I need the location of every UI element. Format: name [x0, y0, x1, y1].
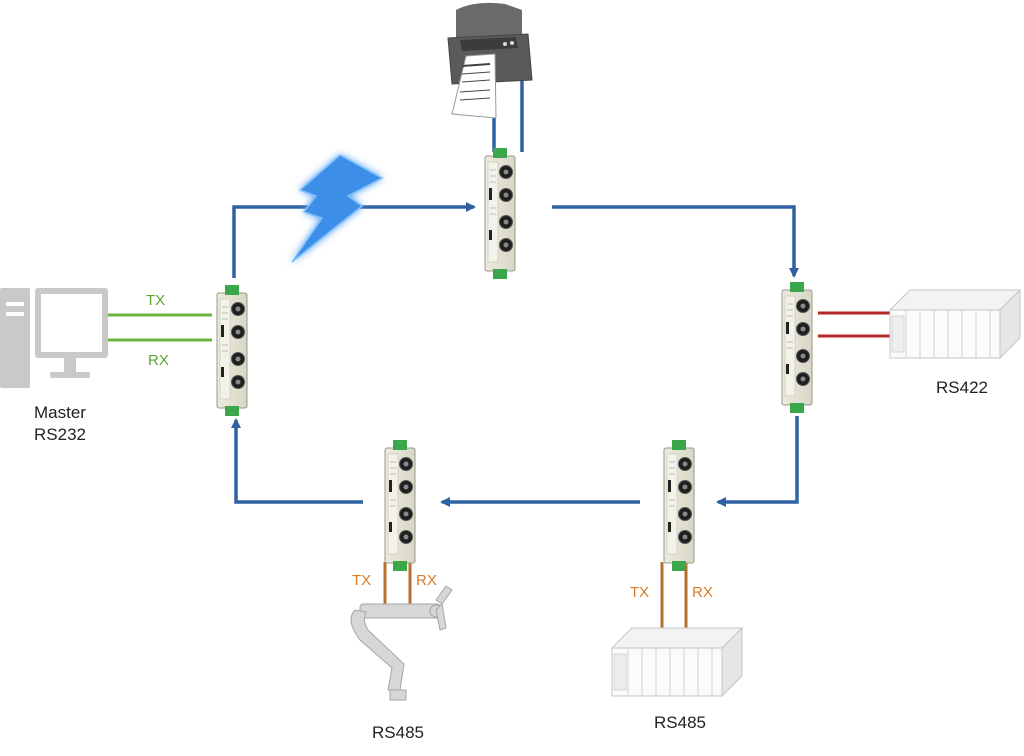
- plc-icon-rs485: [611, 627, 743, 697]
- printer-icon: [447, 2, 533, 119]
- label-master: Master RS232: [20, 402, 100, 446]
- computer-icon: [0, 288, 108, 388]
- converter-bottom-right[interactable]: [663, 439, 695, 572]
- robot-arm-icon: [350, 585, 453, 701]
- rs232-links: [108, 313, 212, 342]
- label-left-rx: RX: [416, 572, 437, 589]
- label-right-tx: TX: [630, 584, 650, 601]
- label-master-line1: Master: [34, 403, 86, 422]
- label-rs422: RS422: [936, 378, 988, 397]
- ring-links: [231, 80, 799, 507]
- converter-bottom-left[interactable]: [384, 439, 416, 572]
- rs485-links: [383, 562, 688, 632]
- converter-right[interactable]: [781, 281, 813, 414]
- lightning-icon: [291, 154, 384, 263]
- label-rs485-right: RS485: [654, 713, 706, 732]
- label-master-rx: RX: [148, 352, 169, 369]
- label-master-tx: TX: [146, 292, 166, 309]
- converter-top[interactable]: [484, 147, 516, 280]
- link-right-to-bottomright: [716, 416, 799, 507]
- link-bottomleft-to-master: [231, 418, 363, 504]
- converter-master[interactable]: [216, 284, 248, 417]
- rs422-links: [818, 311, 892, 338]
- label-right-rx: RX: [692, 584, 713, 601]
- link-top-to-right: [552, 205, 799, 278]
- label-master-line2: RS232: [34, 425, 86, 444]
- link-master-to-top: [232, 202, 476, 278]
- label-left-tx: TX: [352, 572, 372, 589]
- plc-icon-rs422: [889, 289, 1021, 359]
- label-rs485-left: RS485: [372, 723, 424, 742]
